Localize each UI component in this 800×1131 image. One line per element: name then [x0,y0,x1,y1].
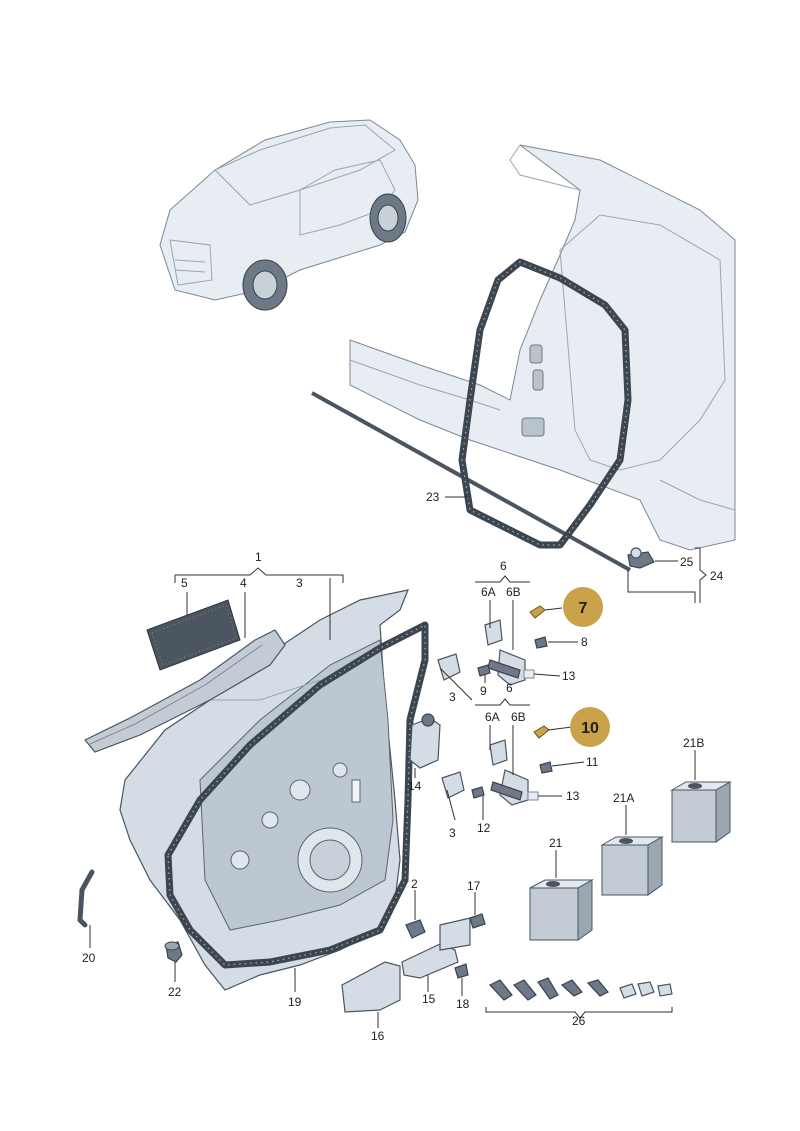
svg-text:7: 7 [579,600,588,617]
leader-lines [89,496,707,1028]
label-3-upper-hinge: 3 [449,690,456,704]
body-side-frame [349,144,736,551]
label-6a-upper: 6A [481,585,496,599]
label-24: 24 [710,569,724,583]
label-5: 5 [181,576,188,590]
canister-21b [670,781,732,843]
label-2: 2 [411,877,418,891]
bolt-7 [529,605,546,619]
label-6-upper: 6 [500,559,507,573]
screw-set [489,977,673,1001]
part-labels: 1 5 4 3 6 6A 6B 8 3 9 6 13 6A 6B 11 14 1… [82,490,724,1043]
lock-part [409,713,441,769]
label-11: 11 [586,755,599,769]
canister-21 [529,879,594,941]
label-23: 23 [426,490,440,504]
label-3-lower-hinge: 3 [449,826,456,840]
insulation-pad [146,599,241,671]
svg-text:10: 10 [581,720,599,737]
highlight-10: 10 [570,707,610,747]
bolt-10 [533,725,550,739]
lower-hinge [441,739,553,806]
door-seal [164,621,429,969]
label-17: 17 [467,879,481,893]
label-21b: 21B [683,736,704,750]
label-21a: 21A [613,791,634,805]
label-19: 19 [288,995,302,1009]
label-25: 25 [680,555,694,569]
window-strip [84,629,286,753]
label-22: 22 [168,985,182,999]
door-shell [119,589,409,991]
label-15: 15 [422,992,436,1006]
label-6a-lower: 6A [485,710,500,724]
edge-trim [77,869,95,928]
body-seal [458,258,632,549]
label-1: 1 [255,550,262,564]
label-12: 12 [477,821,491,835]
label-6b-lower: 6B [511,710,526,724]
label-18: 18 [456,997,470,1011]
canister-21a [600,836,664,896]
upper-hinge [437,619,548,686]
label-6b-upper: 6B [506,585,521,599]
door-check [341,913,486,1013]
label-3: 3 [296,576,303,590]
label-26: 26 [572,1014,586,1028]
label-20: 20 [82,951,96,965]
plug-part [164,941,183,963]
label-13-upper: 13 [562,669,576,683]
highlight-7: 7 [563,587,603,627]
label-13-lower: 13 [566,789,580,803]
label-14: 14 [408,779,422,793]
vehicle-illustration [159,119,419,311]
sill-strip [311,391,631,572]
label-16: 16 [371,1029,385,1043]
label-4: 4 [240,576,247,590]
label-9: 9 [480,684,487,698]
label-21: 21 [549,836,563,850]
label-6-hinge: 6 [506,681,513,695]
clip-part [627,547,655,569]
label-8: 8 [581,635,588,649]
